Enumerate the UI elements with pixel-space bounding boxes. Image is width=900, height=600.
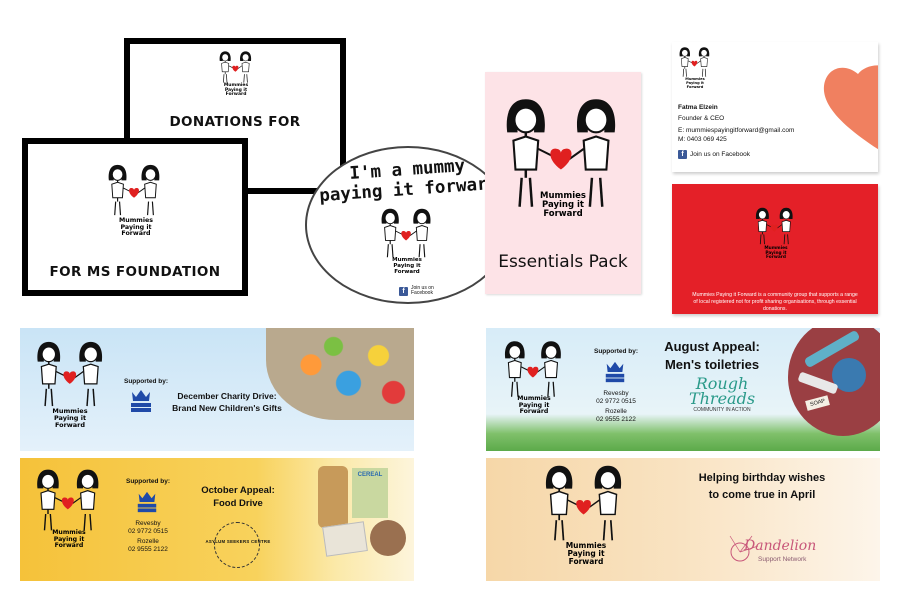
supported-by-label: Supported by: xyxy=(126,478,171,485)
card-name: Fatma Elzein xyxy=(678,104,718,111)
donations-caption: DONATIONS FOR xyxy=(169,114,301,130)
mummies-logo xyxy=(678,46,712,78)
toys-photo xyxy=(266,328,414,420)
banner-heading: October Appeal:Food Drive xyxy=(201,485,275,510)
asylum-seekers-logo: ASYLUM SEEKERS CENTRE xyxy=(205,522,270,568)
mummies-logo xyxy=(34,466,104,534)
facebook-icon: f xyxy=(399,286,408,296)
facebook-icon: f xyxy=(678,150,687,159)
dandelion-icon xyxy=(729,535,759,562)
storage-king-logo xyxy=(602,360,628,389)
mummies-logo xyxy=(379,206,435,260)
banner-heading: December Charity Drive:Brand New Childre… xyxy=(172,391,282,414)
supported-by-label: Supported by: xyxy=(124,378,169,385)
food-photo: CEREAL xyxy=(312,458,414,581)
dandelion-logo: Dandelion Support Network xyxy=(722,512,842,572)
mummies-logo xyxy=(542,462,628,544)
cereal-box: CEREAL xyxy=(352,468,388,518)
rough-threads-logo: Rough Threads COMMUNITY IN ACTION xyxy=(688,374,756,414)
card-phone: M: 0403 069 425 xyxy=(678,136,727,143)
mummies-logo xyxy=(34,338,108,410)
mummies-logo xyxy=(218,50,254,84)
pack-title: Essentials Pack xyxy=(498,252,628,272)
card-facebook: f Join us on Facebook xyxy=(678,150,750,159)
card-email: E: mummiespayingitforward@gmail.com xyxy=(678,127,795,134)
storage-king-logo xyxy=(134,490,160,519)
ms-foundation-caption: FOR MS FOUNDATION xyxy=(49,264,221,280)
card-role: Founder & CEO xyxy=(678,115,725,122)
mummies-logo xyxy=(502,338,566,400)
card-blurb: Mummies Paying it Forward is a community… xyxy=(692,292,858,313)
storage-king-logo xyxy=(130,388,152,419)
soap-label: SOAP xyxy=(805,395,831,411)
toiletries-graphic: SOAP xyxy=(788,328,880,436)
big-heart-graphic xyxy=(823,65,878,150)
mummies-logo xyxy=(106,162,164,218)
mummies-logo xyxy=(754,206,796,246)
banner-heading: August Appeal:Men's toiletries xyxy=(664,339,760,372)
supported-by-label: Supported by: xyxy=(594,348,639,355)
